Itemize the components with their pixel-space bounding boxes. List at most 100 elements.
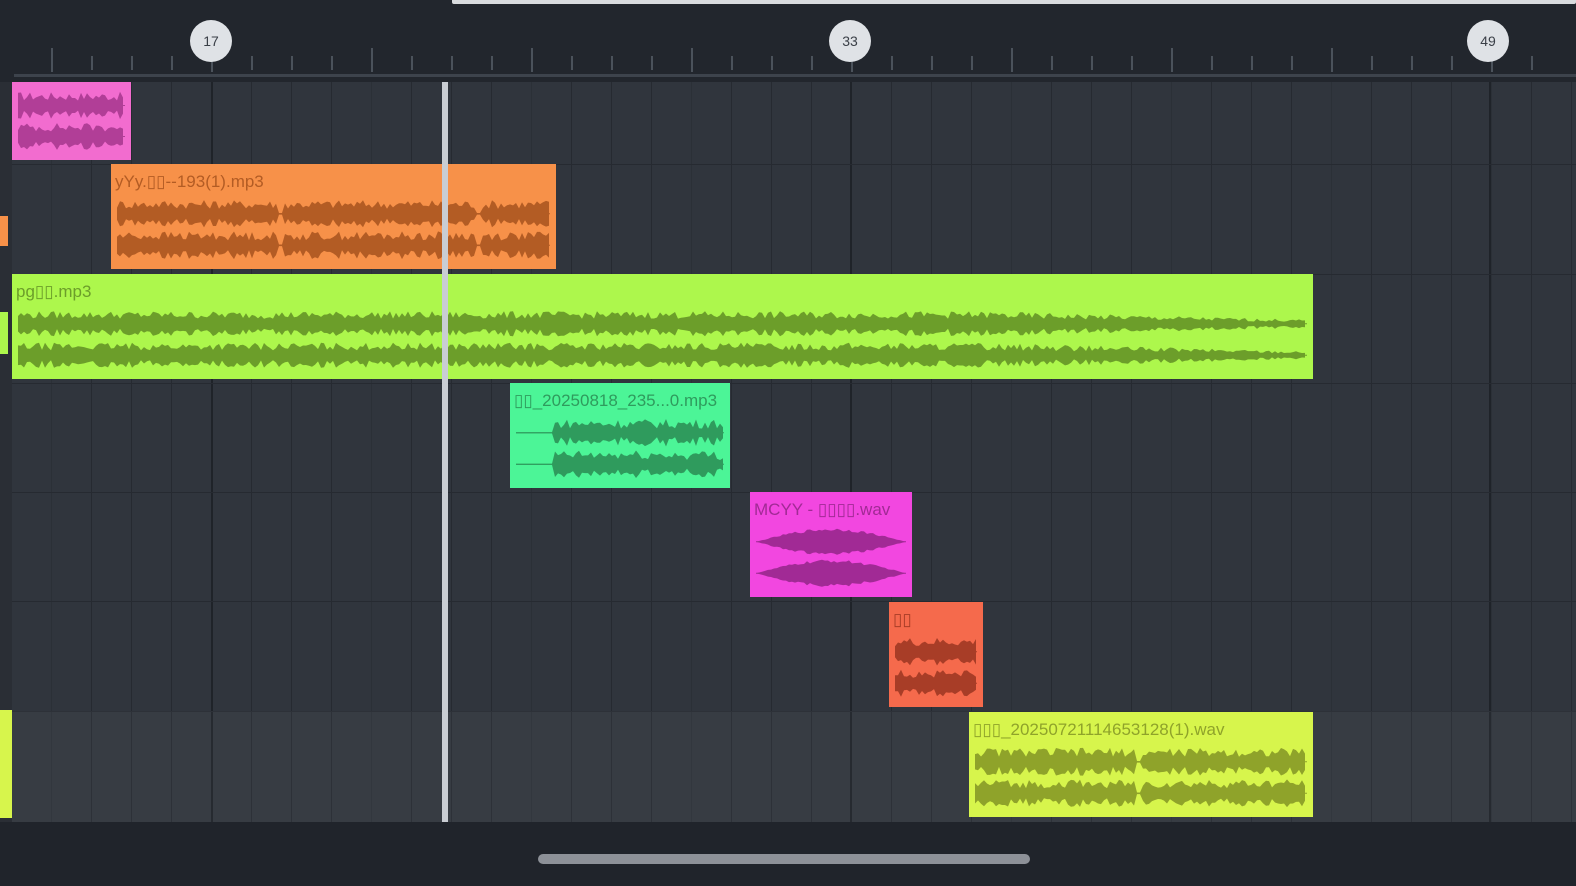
waveform-channel <box>18 311 1305 337</box>
track-separator <box>12 711 1576 712</box>
ruler-tick <box>451 56 453 70</box>
waveform-channel <box>756 528 906 555</box>
arrangement-grid[interactable]: yYy.▯▯--193(1).mp3 pg▯▯.mp3 ▯▯_20250818_23… <box>12 82 1576 822</box>
clip-yyy-193[interactable]: yYy.▯▯--193(1).mp3 <box>111 164 556 269</box>
ruler-tick <box>251 56 253 70</box>
waveform-channel <box>18 123 123 150</box>
ruler-tick <box>811 56 813 70</box>
waveform-channel <box>895 637 976 666</box>
grid-line <box>331 82 332 822</box>
grid-line <box>1091 82 1092 822</box>
clip-20250818[interactable]: ▯▯_20250818_235...0.mp3 <box>510 383 730 488</box>
ruler-tick <box>1531 56 1533 70</box>
ruler-tick <box>971 56 973 70</box>
ruler-tick <box>1211 56 1213 70</box>
waveform-channel <box>117 231 549 260</box>
grid-line <box>451 82 452 822</box>
ruler-tick <box>771 56 773 70</box>
grid-line <box>1451 82 1452 822</box>
clip-label: MCYY - ▯▯▯▯.wav <box>754 500 891 519</box>
ruler-tick <box>131 56 133 70</box>
clip-mcyy[interactable]: MCYY - ▯▯▯▯.wav <box>750 492 912 597</box>
ruler-tick <box>331 56 333 70</box>
clip-waveform <box>516 418 724 478</box>
clip-waveform <box>756 528 906 587</box>
ruler-tick <box>171 56 173 70</box>
track-color-indicator[interactable] <box>0 710 12 818</box>
ruler-tick <box>1411 56 1413 70</box>
ruler-tick <box>1291 56 1293 70</box>
grid-line <box>1331 82 1332 822</box>
track-header-strip <box>0 82 12 822</box>
ruler-tick <box>91 56 93 70</box>
track-color-indicator[interactable] <box>0 216 8 246</box>
track-separator <box>12 164 1576 165</box>
ruler-tick <box>291 56 293 70</box>
clip-label: ▯▯▯_20250721114653128(1).wav <box>973 720 1225 739</box>
grid-line <box>1291 82 1292 822</box>
ruler-tick <box>571 56 573 70</box>
grid-line <box>811 82 812 822</box>
clip-20250721[interactable]: ▯▯▯_20250721114653128(1).wav <box>969 712 1313 817</box>
grid-line <box>931 82 932 822</box>
ruler-tick <box>531 48 533 72</box>
ruler-tick <box>1091 56 1093 70</box>
waveform-channel <box>516 450 723 478</box>
clip-label: ▯▯_20250818_235...0.mp3 <box>514 391 718 410</box>
grid-line <box>91 82 92 822</box>
clip-waveform <box>18 91 125 150</box>
clip-pg-mp3[interactable]: pg▯▯.mp3 <box>12 274 1313 379</box>
top-scroll-indicator[interactable] <box>452 0 1576 4</box>
grid-line <box>891 82 892 822</box>
grid-line <box>771 82 772 822</box>
waveform-channel <box>975 779 1305 808</box>
horizontal-scrollbar[interactable] <box>538 854 1030 864</box>
waveform-channel <box>516 418 723 447</box>
track-separator <box>12 383 1576 384</box>
ruler-tick <box>1371 56 1373 70</box>
grid-line <box>1491 82 1492 822</box>
grid-line <box>51 82 52 822</box>
ruler-tick <box>891 56 893 70</box>
track-lane-highlight <box>12 711 1576 822</box>
ruler-tick <box>51 48 53 72</box>
grid-line <box>731 82 732 822</box>
grid-line <box>131 82 132 822</box>
clip-waveform <box>18 311 1307 368</box>
ruler-tick <box>491 56 493 70</box>
ruler-tick <box>1251 56 1253 70</box>
ruler-tick <box>1451 56 1453 70</box>
waveform-channel <box>18 91 123 120</box>
grid-line <box>371 82 372 822</box>
ruler-tick <box>611 56 613 70</box>
waveform-channel <box>975 747 1305 776</box>
timeline-ruler[interactable]: 17 33 49 <box>0 0 1576 82</box>
grid-line <box>251 82 252 822</box>
ruler-baseline <box>14 74 1576 77</box>
clip-red[interactable]: ▯▯ <box>889 602 983 707</box>
ruler-tick <box>1051 56 1053 70</box>
grid-line <box>1371 82 1372 822</box>
grid-line <box>1171 82 1172 822</box>
bar-marker-17[interactable]: 17 <box>190 20 232 62</box>
grid-line <box>1131 82 1132 822</box>
playhead[interactable] <box>442 82 448 822</box>
ruler-tick <box>1131 56 1133 70</box>
ruler-tick <box>1171 48 1173 72</box>
ruler-tick <box>411 56 413 70</box>
grid-line <box>411 82 412 822</box>
grid-line <box>1051 82 1052 822</box>
track-color-indicator[interactable] <box>0 312 8 354</box>
clip-waveform <box>975 747 1307 808</box>
grid-line-major <box>211 82 213 822</box>
clip-label: pg▯▯.mp3 <box>16 282 92 301</box>
grid-line <box>1411 82 1412 822</box>
bar-marker-49[interactable]: 49 <box>1467 20 1509 62</box>
ruler-tick <box>731 56 733 70</box>
ruler-tick <box>1011 48 1013 72</box>
ruler-tick <box>931 56 933 70</box>
bar-marker-33[interactable]: 33 <box>829 20 871 62</box>
clip-pink-short[interactable] <box>12 82 131 160</box>
track-separator <box>12 601 1576 602</box>
clip-waveform <box>117 200 550 260</box>
